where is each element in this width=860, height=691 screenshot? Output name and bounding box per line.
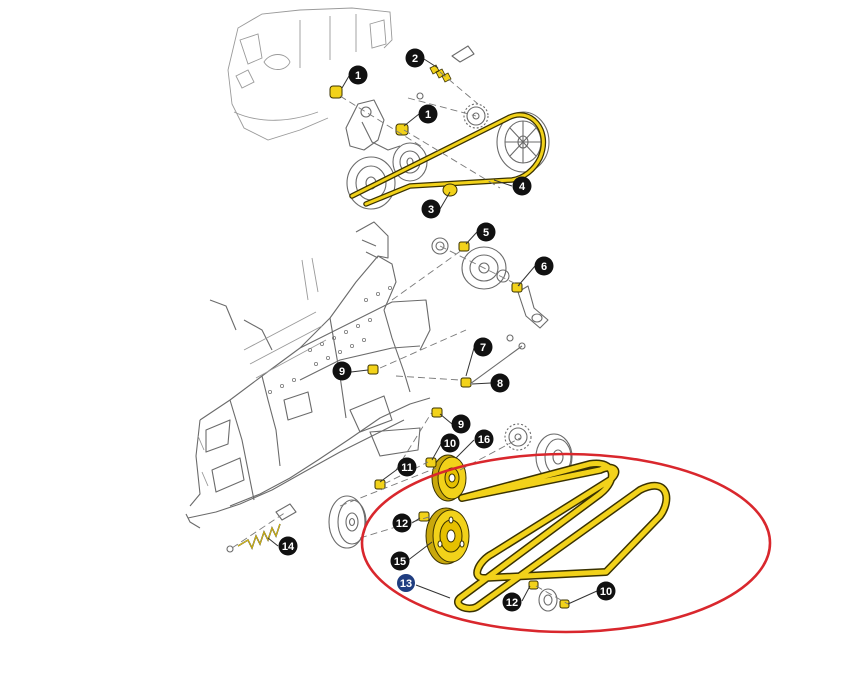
- callout-leaders: [267, 58, 598, 605]
- callout-label: 10: [600, 586, 612, 598]
- callout-label: 10: [444, 438, 456, 450]
- callout-label: 5: [483, 227, 489, 239]
- callout-6: 6: [534, 256, 554, 276]
- bolt-hole: [267, 389, 272, 394]
- callout-label: 1: [355, 70, 361, 82]
- bolt-hole: [319, 341, 324, 346]
- top-housing-outline: [227, 7, 393, 141]
- callout-12: 12: [502, 592, 522, 612]
- callout-12: 12: [392, 513, 412, 533]
- top-small-parts: [329, 45, 475, 197]
- bolt-hole: [331, 335, 336, 340]
- callout-9: 9: [332, 361, 352, 381]
- callout-label: 11: [401, 462, 413, 474]
- lower-sprocket: [504, 423, 532, 451]
- callout-label: 3: [428, 204, 434, 216]
- callout-10: 10: [596, 581, 616, 601]
- callout-label: 6: [541, 261, 547, 273]
- bolt-hole: [279, 383, 284, 388]
- pulley-15-highlighted: [425, 507, 470, 565]
- callout-label: 9: [458, 419, 464, 431]
- tension-lever: [517, 285, 549, 329]
- callout-label: 7: [480, 342, 486, 354]
- top-dashed-centerlines: [339, 71, 501, 189]
- chassis-bolt-holes: [267, 285, 392, 394]
- callout-9: 9: [451, 414, 471, 434]
- callout-16: 16: [474, 429, 494, 449]
- callout-label: 15: [394, 556, 406, 568]
- callout-15: 15: [390, 551, 410, 571]
- callout-4: 4: [512, 176, 532, 196]
- bolt-hole: [375, 291, 380, 296]
- callout-10: 10: [440, 433, 460, 453]
- callout-1: 1: [418, 104, 438, 124]
- callout-label: 12: [396, 518, 408, 530]
- bolt-hole: [387, 285, 392, 290]
- lower-left-pulley: [328, 495, 367, 549]
- bolt-hole: [367, 317, 372, 322]
- highlight-ellipse: [360, 452, 772, 634]
- callout-label: 12: [506, 597, 518, 609]
- callout-label: 14: [282, 541, 295, 553]
- callout-3: 3: [421, 199, 441, 219]
- top-tensioner-arm: [345, 99, 401, 151]
- bearing-right-upper: [496, 269, 510, 283]
- callout-label: 2: [412, 53, 418, 65]
- bolt-hole: [363, 297, 368, 302]
- pulley-16-highlighted: [431, 454, 467, 502]
- bolt-hole: [361, 337, 366, 342]
- callout-8: 8: [490, 373, 510, 393]
- top-sprocket: [463, 103, 489, 129]
- bolt-hole: [355, 323, 360, 328]
- callout-label: 16: [478, 434, 490, 446]
- callout-14: 14: [278, 536, 298, 556]
- chassis-frame: [185, 221, 431, 529]
- middle-dashed-centerlines: [379, 245, 521, 381]
- bolt-hole: [325, 355, 330, 360]
- bolt-hole: [307, 347, 312, 352]
- callout-11: 11: [397, 457, 417, 477]
- bolt-hole: [343, 329, 348, 334]
- callout-label: 9: [339, 366, 345, 378]
- lower-small-parts: [374, 407, 570, 612]
- callout-label: 8: [497, 378, 503, 390]
- callout-label: 13: [400, 578, 412, 590]
- drive-belt-13: [454, 459, 671, 613]
- bolt-hole: [349, 343, 354, 348]
- bolt-hole: [313, 361, 318, 366]
- bearing-left-upper: [431, 237, 449, 255]
- bolt-hole: [291, 377, 296, 382]
- callout-label: 1: [425, 109, 431, 121]
- callout-1: 1: [348, 65, 368, 85]
- bolt-hole: [337, 349, 342, 354]
- callout-7: 7: [473, 337, 493, 357]
- top-large-pulley: [496, 111, 550, 173]
- spring-14: [226, 503, 297, 553]
- callout-badges: 1 1 2 3 4 5 6 7 8 9 9 10: [278, 48, 616, 612]
- idler-pulley-upper: [461, 246, 507, 290]
- callout-5: 5: [476, 222, 496, 242]
- callout-2: 2: [405, 48, 425, 68]
- callout-label: 4: [519, 181, 526, 193]
- callout-13: 13: [397, 574, 415, 592]
